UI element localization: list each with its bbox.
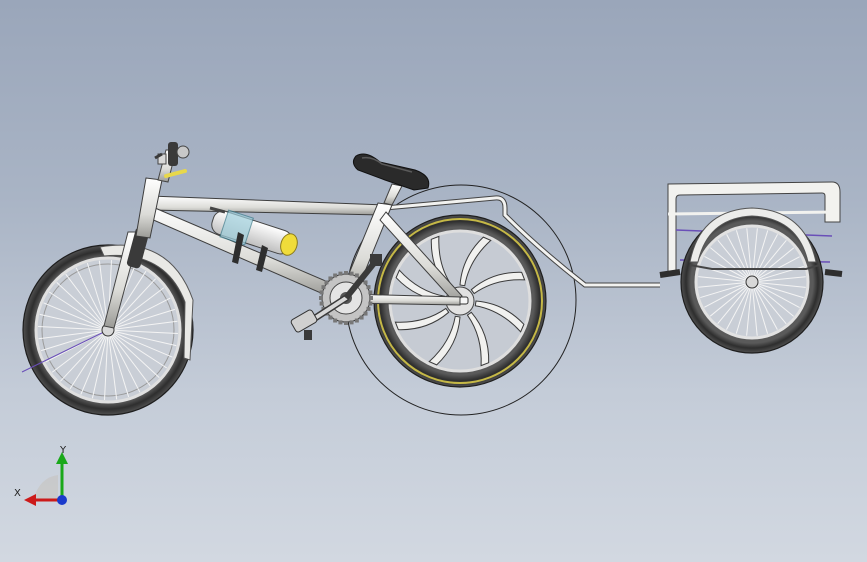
x-axis-label: X	[14, 488, 21, 499]
crankset	[290, 254, 382, 340]
x-arrow-icon	[24, 494, 36, 506]
front-wheel	[21, 244, 194, 416]
trailer-spokes	[698, 228, 806, 336]
y-arrow-icon	[56, 452, 68, 464]
z-axis-dot	[57, 495, 67, 505]
triad-plane	[33, 475, 58, 500]
front-spokes	[38, 260, 178, 400]
y-axis-label: Y	[59, 445, 67, 456]
rear-mag-spokes	[394, 235, 526, 367]
cargo-trailer	[659, 181, 843, 354]
handlebar	[154, 142, 190, 183]
frame-bottle	[209, 206, 298, 272]
front-axle-line	[21, 329, 109, 373]
trailer-hitch-arm	[384, 196, 660, 287]
fork-boot	[126, 227, 150, 269]
coordinate-triad[interactable]: Y X	[14, 445, 68, 506]
saddle	[352, 153, 430, 206]
